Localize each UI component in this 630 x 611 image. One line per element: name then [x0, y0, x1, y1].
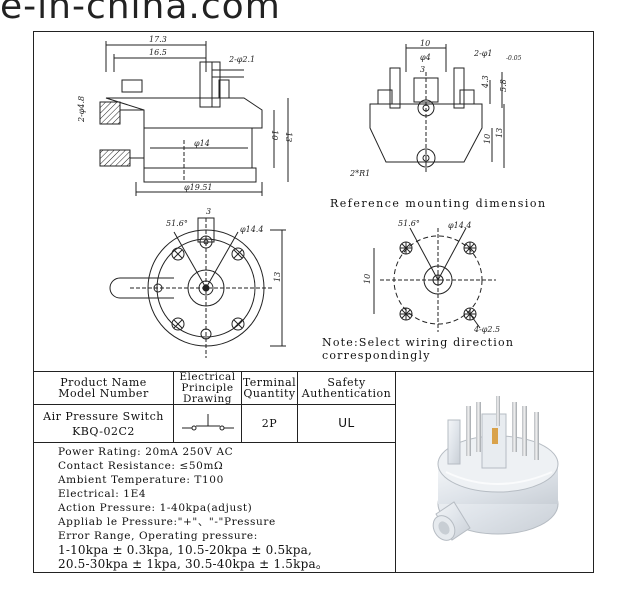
dim-4-3: 4.3: [481, 75, 490, 89]
spec-contact-resistance: Contact Resistance: ≤50mΩ: [58, 460, 224, 472]
header-electrical-3: Drawing: [182, 392, 233, 405]
hole-pattern-drawing: 51.6° φ14.4 10 4-φ2.5: [363, 219, 500, 334]
dim-10-side: 10: [483, 134, 492, 144]
hole-dim-4phi2-5: 4-φ2.5: [473, 325, 500, 334]
spec-electrical: Electrical: 1E4: [58, 488, 147, 500]
spec-range-line1: 1-10kpa ± 0.3kpa, 10.5-20kpa ± 0.5kpa,: [58, 543, 313, 557]
header-terminal: Terminal Quantity: [242, 372, 298, 405]
header-product-name: Product Name: [60, 376, 147, 389]
terminal-quantity: 2P: [242, 405, 298, 443]
product-name: Air Pressure Switch: [43, 409, 164, 423]
header-safety: Safety Authentication: [298, 372, 396, 405]
dim-phi14: φ14: [194, 139, 210, 148]
hole-dim-angle: 51.6°: [398, 219, 420, 228]
dim-13-side: 13: [495, 128, 504, 138]
datasheet: 17.3 16.5 2-φ2.1 φ14: [33, 31, 594, 573]
header-safety-1: Safety: [327, 376, 366, 389]
dim-2r1: 2*R1: [349, 169, 370, 178]
dim-2phi1: 2-φ1: [473, 49, 492, 58]
dim-13: 13: [284, 132, 293, 142]
spec-action-pressure: Action Pressure: 1-40kpa(adjust): [58, 502, 253, 514]
header-model-number: Model Number: [58, 387, 149, 400]
model-number: KBQ-02C2: [72, 424, 135, 438]
safety-authentication: UL: [298, 405, 396, 443]
dim-left: 2-φ4.8: [77, 96, 86, 123]
header-safety-2: Authentication: [301, 387, 392, 400]
spec-power-rating: Power Rating: 20mA 250V AC: [58, 446, 234, 458]
spec-ambient-temperature: Ambient Temperature: T100: [58, 474, 224, 486]
dim-angle: 51.6°: [166, 219, 188, 228]
hole-dim-phi14-4: φ14.4: [448, 221, 471, 230]
dim-phi14-4: φ14.4: [240, 225, 263, 234]
dim-10: 10: [270, 130, 279, 140]
mounting-view-drawing: 10 φ4 3 2-φ1 -0.05: [349, 39, 522, 178]
side-view-drawing: 17.3 16.5 2-φ2.1 φ14: [77, 35, 293, 196]
header-electrical-1: Electrical: [179, 370, 236, 383]
dim-10-top: 10: [420, 39, 430, 48]
watermark-text: e-in-china.com: [0, 0, 281, 27]
header-terminal-2: Quantity: [243, 387, 296, 400]
dim-phi4: φ4: [420, 53, 431, 62]
switch-symbol-icon: [181, 413, 234, 430]
dim-5-8: 5.8: [499, 79, 508, 92]
product-photo: [396, 372, 595, 572]
dim-3: 3: [420, 65, 425, 74]
top-view-drawing: 51.6° 3 φ14.4 13: [109, 207, 286, 358]
hole-dim-10: 10: [363, 274, 372, 284]
dim-hole: 2-φ2.1: [228, 55, 255, 64]
spec-applicable-pressure: Appliab le Pressure:"+"、"-"Pressure: [58, 516, 276, 528]
dim-tol: -0.05: [506, 55, 522, 62]
dim-base: φ19.51: [184, 183, 213, 192]
header-terminal-1: Terminal: [242, 376, 297, 389]
dim-13-top: 13: [273, 272, 282, 282]
header-electrical-2: Principle: [181, 381, 234, 394]
reference-mounting-caption: Reference mounting dimension: [330, 197, 547, 210]
specifications-list: Power Rating: 20mA 250V AC Contact Resis…: [58, 445, 398, 571]
spec-error-range: Error Range, Operating pressure:: [58, 530, 258, 542]
technical-drawings: 17.3 16.5 2-φ2.1 φ14: [34, 32, 593, 372]
header-product: Product Name Model Number: [34, 372, 174, 405]
spec-table: Product Name Model Number Electrical Pri…: [34, 371, 593, 573]
wiring-note-line1: Note:Select wiring direction: [322, 336, 515, 349]
wiring-note-line2: correspondingly: [322, 349, 431, 362]
electrical-diagram-cell: [174, 405, 242, 443]
spec-range-line2: 20.5-30kpa ± 1kpa, 30.5-40kpa ± 1.5kpa。: [58, 557, 329, 571]
dim-3-top: 3: [206, 207, 211, 216]
dim-16-5: 16.5: [149, 48, 167, 57]
wiring-note: Note:Select wiring direction correspondi…: [322, 336, 514, 362]
dim-17-3: 17.3: [149, 35, 167, 44]
specs-cell: [34, 443, 396, 573]
product-cell: Air Pressure Switch KBQ-02C2: [34, 405, 174, 443]
header-electrical: Electrical Principle Drawing: [174, 370, 242, 405]
